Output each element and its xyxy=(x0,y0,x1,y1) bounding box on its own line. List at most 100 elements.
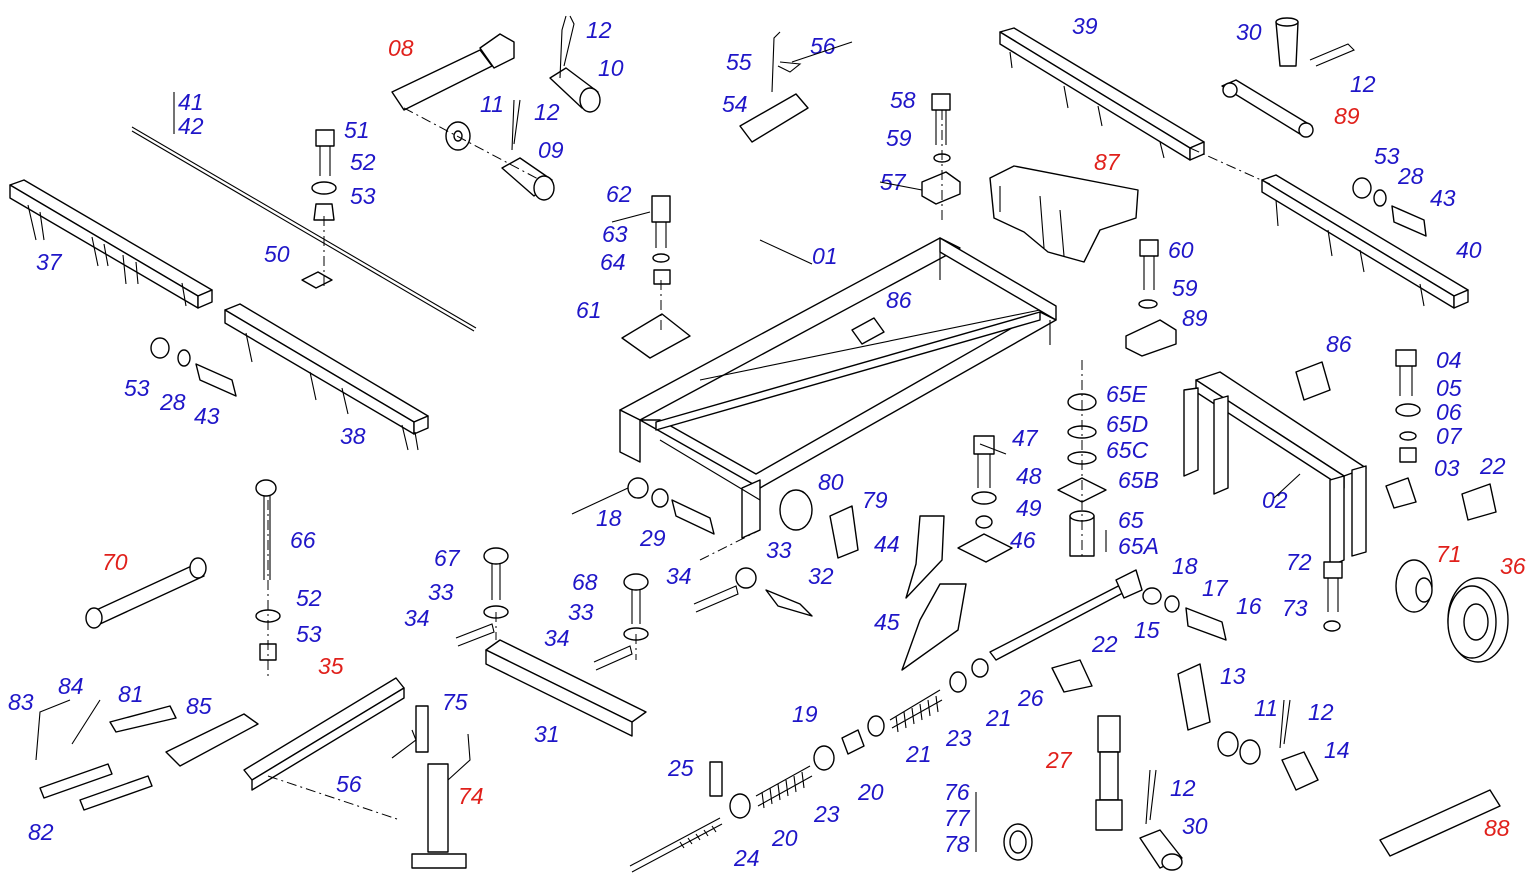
bolt-43-right xyxy=(1352,177,1427,237)
washer-11-top xyxy=(445,121,471,151)
part-label-59b: 59 xyxy=(1172,275,1198,301)
part-label-20a: 20 xyxy=(857,779,884,805)
part-label-11a: 11 xyxy=(480,91,504,117)
part-label-07: 07 xyxy=(1436,423,1463,449)
nut-21-upper xyxy=(949,671,967,693)
part-label-51: 51 xyxy=(344,117,370,143)
part-label-79: 79 xyxy=(862,487,888,513)
part-label-43a: 43 xyxy=(194,403,220,429)
tube-54 xyxy=(739,93,809,143)
split-pin-34c xyxy=(693,585,739,613)
pin-55-56 xyxy=(771,31,802,93)
spring-23-upper xyxy=(889,689,943,733)
part-label-72: 72 xyxy=(1286,549,1312,575)
hub-71 xyxy=(1395,559,1433,613)
part-label-53b: 53 xyxy=(124,375,150,401)
part-label-74: 74 xyxy=(458,783,484,809)
part-label-52a: 52 xyxy=(350,149,376,175)
part-label-55: 55 xyxy=(726,49,752,75)
bracket-87 xyxy=(989,165,1139,263)
tool-82 xyxy=(39,763,153,811)
pin-75 xyxy=(415,705,429,753)
part-label-65: 65 xyxy=(1118,507,1144,533)
part-label-57: 57 xyxy=(880,169,907,195)
part-label-70: 70 xyxy=(102,549,128,575)
part-label-10: 10 xyxy=(598,55,624,81)
labels: 01 02 03 04 05 06 07 08 09 10 11 11 12 1… xyxy=(8,13,1526,871)
lever-66 xyxy=(255,479,281,661)
part-label-09: 09 xyxy=(538,137,564,163)
part-label-65A: 65A xyxy=(1118,533,1159,559)
part-label-21a: 21 xyxy=(985,705,1012,731)
part-label-76: 76 xyxy=(944,779,970,805)
part-label-41: 41 xyxy=(178,89,204,115)
part-label-65E: 65E xyxy=(1106,381,1148,407)
part-label-12e: 12 xyxy=(1170,775,1196,801)
part-label-47: 47 xyxy=(1012,425,1039,451)
threaded-rod-24 xyxy=(629,817,723,873)
part-label-39: 39 xyxy=(1072,13,1098,39)
part-label-33b: 33 xyxy=(428,579,454,605)
part-label-25: 25 xyxy=(667,755,694,781)
nut-20-upper xyxy=(813,745,835,771)
bolt-16 xyxy=(1142,587,1227,641)
part-label-81: 81 xyxy=(118,681,144,707)
ring-76-78 xyxy=(1003,823,1033,861)
part-label-06: 06 xyxy=(1436,399,1462,425)
part-label-65D: 65D xyxy=(1106,411,1148,437)
bolt-79 xyxy=(829,505,859,559)
part-label-18a: 18 xyxy=(596,505,622,531)
part-label-83: 83 xyxy=(8,689,34,715)
part-label-17: 17 xyxy=(1202,575,1229,601)
rod-41-42 xyxy=(131,126,477,332)
part-label-73: 73 xyxy=(1282,595,1308,621)
bolt-60 xyxy=(1125,239,1177,357)
bolt-68 xyxy=(623,573,649,641)
part-label-63: 63 xyxy=(602,221,628,247)
part-label-84: 84 xyxy=(58,673,84,699)
part-label-26: 26 xyxy=(1017,685,1044,711)
shock-27 xyxy=(1095,715,1123,831)
part-label-54: 54 xyxy=(722,91,748,117)
part-label-24: 24 xyxy=(733,845,760,871)
part-label-75: 75 xyxy=(442,689,468,715)
part-label-33a: 33 xyxy=(766,537,792,563)
part-label-12b: 12 xyxy=(534,99,560,125)
part-label-22b: 22 xyxy=(1479,453,1506,479)
part-label-42: 42 xyxy=(178,113,204,139)
part-label-89a: 89 xyxy=(1334,103,1360,129)
link-70 xyxy=(85,557,207,629)
part-label-15: 15 xyxy=(1134,617,1160,643)
part-label-14: 14 xyxy=(1324,737,1350,763)
part-label-30a: 30 xyxy=(1236,19,1262,45)
part-label-37: 37 xyxy=(36,249,63,275)
block-61 xyxy=(621,313,691,359)
part-label-12c: 12 xyxy=(1350,71,1376,97)
split-pin-34a xyxy=(455,623,495,647)
part-label-53d: 53 xyxy=(296,621,322,647)
pin-30-lower xyxy=(1139,829,1183,871)
part-label-58: 58 xyxy=(890,87,916,113)
part-label-34a: 34 xyxy=(666,563,692,589)
leader-lines xyxy=(173,41,1301,852)
part-label-08: 08 xyxy=(388,35,414,61)
jack-74 xyxy=(411,733,471,869)
part-label-71: 71 xyxy=(1436,541,1462,567)
part-label-03: 03 xyxy=(1434,455,1460,481)
bolt-29 xyxy=(627,477,715,535)
part-label-65C: 65C xyxy=(1106,437,1149,463)
part-label-27: 27 xyxy=(1045,747,1073,773)
bolt-43-left xyxy=(150,337,237,397)
part-label-31: 31 xyxy=(534,721,560,747)
part-label-16: 16 xyxy=(1236,593,1262,619)
part-label-66: 66 xyxy=(290,527,316,553)
hex-key-83-84 xyxy=(35,699,101,761)
bolt-51 xyxy=(311,129,337,221)
part-label-89b: 89 xyxy=(1182,305,1208,331)
part-label-34b: 34 xyxy=(404,605,430,631)
part-label-46: 46 xyxy=(1010,527,1036,553)
part-label-48: 48 xyxy=(1016,463,1042,489)
clamp-57 xyxy=(921,171,961,205)
part-label-67: 67 xyxy=(434,545,461,571)
